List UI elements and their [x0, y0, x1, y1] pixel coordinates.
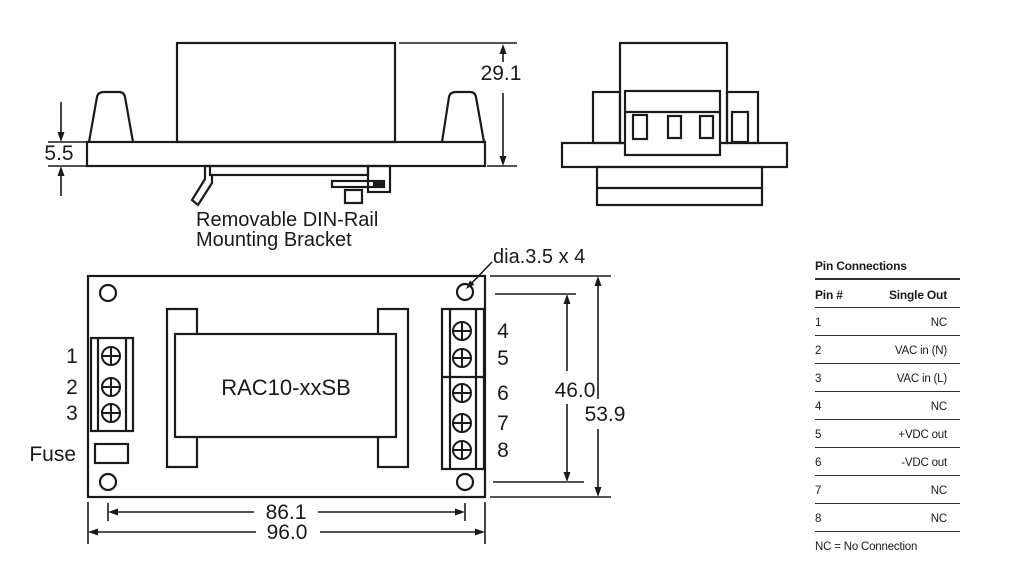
terminal-slot-2: [666, 114, 683, 140]
pin-table-row-6: 6 -VDC out: [815, 448, 960, 476]
dim-base-thickness-label: 5.5: [44, 142, 73, 165]
terminal-screws: [101, 321, 472, 460]
top-view-dimensions: [87, 261, 611, 544]
terminal-slot-3: [698, 114, 715, 140]
dim-total-height-label: 29.1: [481, 62, 522, 85]
mounting-hole-bottom-left: [98, 472, 118, 492]
terminal-slot-side: [730, 110, 750, 144]
pin-table-col-pin: Pin #: [815, 288, 843, 302]
pin-function: -VDC out: [901, 457, 947, 469]
dim-overall-depth-label: 53.9: [585, 403, 626, 426]
bracket-latch-tab: [372, 180, 385, 188]
pin-table-row-1: 1 NC: [815, 308, 960, 336]
pin-table-row-7: 7 NC: [815, 476, 960, 504]
dim-hole-pitch-x-label: 86.1: [266, 501, 307, 524]
mounting-hole-bottom-right: [455, 472, 475, 492]
bracket-block: [366, 164, 392, 194]
module-part-number: RAC10-xxSB: [221, 375, 351, 400]
pin-table-row-8: 8 NC: [815, 504, 960, 532]
side-view-outline: [85, 41, 487, 207]
module-body-side: [175, 41, 397, 144]
bracket-foot: [343, 188, 364, 205]
terminal-block-end: [623, 89, 722, 157]
pin-label-3: 3: [66, 402, 78, 425]
pin-number: 7: [815, 485, 822, 497]
dim-overall-width-label: 96.0: [267, 521, 308, 544]
pin-number: 3: [815, 373, 822, 385]
pin-function: NC: [930, 317, 947, 329]
pin-table-col-out: Single Out: [888, 288, 947, 302]
pin-table-row-2: 2 VAC in (N): [815, 336, 960, 364]
pin-label-6: 6: [497, 382, 509, 405]
dim-hole-pitch-y-label: 46.0: [555, 379, 596, 402]
pin-function: NC: [930, 401, 947, 413]
base-plate-side: [85, 140, 487, 168]
terminal-block-right: [440, 307, 486, 471]
terminal-block-left: [89, 336, 135, 433]
bracket-hook: [190, 164, 214, 207]
pin-label-8: 8: [497, 439, 509, 462]
pin-table-header-row: Pin # Single Out: [815, 280, 960, 308]
pin-label-5: 5: [497, 347, 509, 370]
pin-function: NC: [930, 485, 947, 497]
pin-number: 8: [815, 513, 822, 525]
pin-table-row-5: 5 +VDC out: [815, 420, 960, 448]
terminal-hump-right: [440, 90, 486, 143]
pin-label-1: 1: [66, 345, 78, 368]
bracket-caption-line1: Removable DIN-Rail: [196, 209, 378, 231]
pin-table-title: Pin Connections: [815, 260, 960, 280]
pin-function: VAC in (N): [894, 345, 947, 357]
pin-number: 4: [815, 401, 822, 413]
pin-table-row-4: 4 NC: [815, 392, 960, 420]
pin-number: 6: [815, 457, 822, 469]
terminal-slot-1: [631, 113, 649, 141]
pin-table-footnote: NC = No Connection: [815, 541, 918, 553]
terminal-hump-left: [87, 90, 135, 143]
end-flange-left: [591, 90, 622, 145]
side-dim-arrows: [57, 44, 507, 176]
end-view-outline: [560, 41, 789, 207]
bracket-spring-bar: [208, 164, 370, 177]
mounting-hole-top-left: [98, 283, 118, 303]
pin-function: VAC in (L): [896, 373, 947, 385]
pin-number: 1: [815, 317, 822, 329]
side-view-dimensions: [48, 42, 517, 196]
pin-label-2: 2: [66, 376, 78, 399]
module-case-top: [173, 332, 398, 439]
mounting-hole-top-right: [455, 282, 475, 302]
pin-function: NC: [930, 513, 947, 525]
top-dim-arrows: [88, 276, 602, 536]
pin-table-row-3: 3 VAC in (L): [815, 364, 960, 392]
pin-label-7: 7: [497, 412, 509, 435]
pin-label-4: 4: [497, 320, 509, 343]
pin-connections-table: Pin Connections Pin # Single Out 1 NC 2 …: [815, 260, 960, 554]
pin-number: 5: [815, 429, 822, 441]
pin-number: 2: [815, 345, 822, 357]
top-view-outline: [86, 274, 487, 499]
fuse-outline: [93, 442, 130, 465]
bracket-end: [595, 165, 764, 207]
hole-diameter-note: dia.3.5 x 4: [493, 246, 585, 268]
bracket-caption-line2: Mounting Bracket: [196, 229, 352, 251]
pin-function: +VDC out: [898, 429, 947, 441]
fuse-label: Fuse: [29, 443, 76, 466]
